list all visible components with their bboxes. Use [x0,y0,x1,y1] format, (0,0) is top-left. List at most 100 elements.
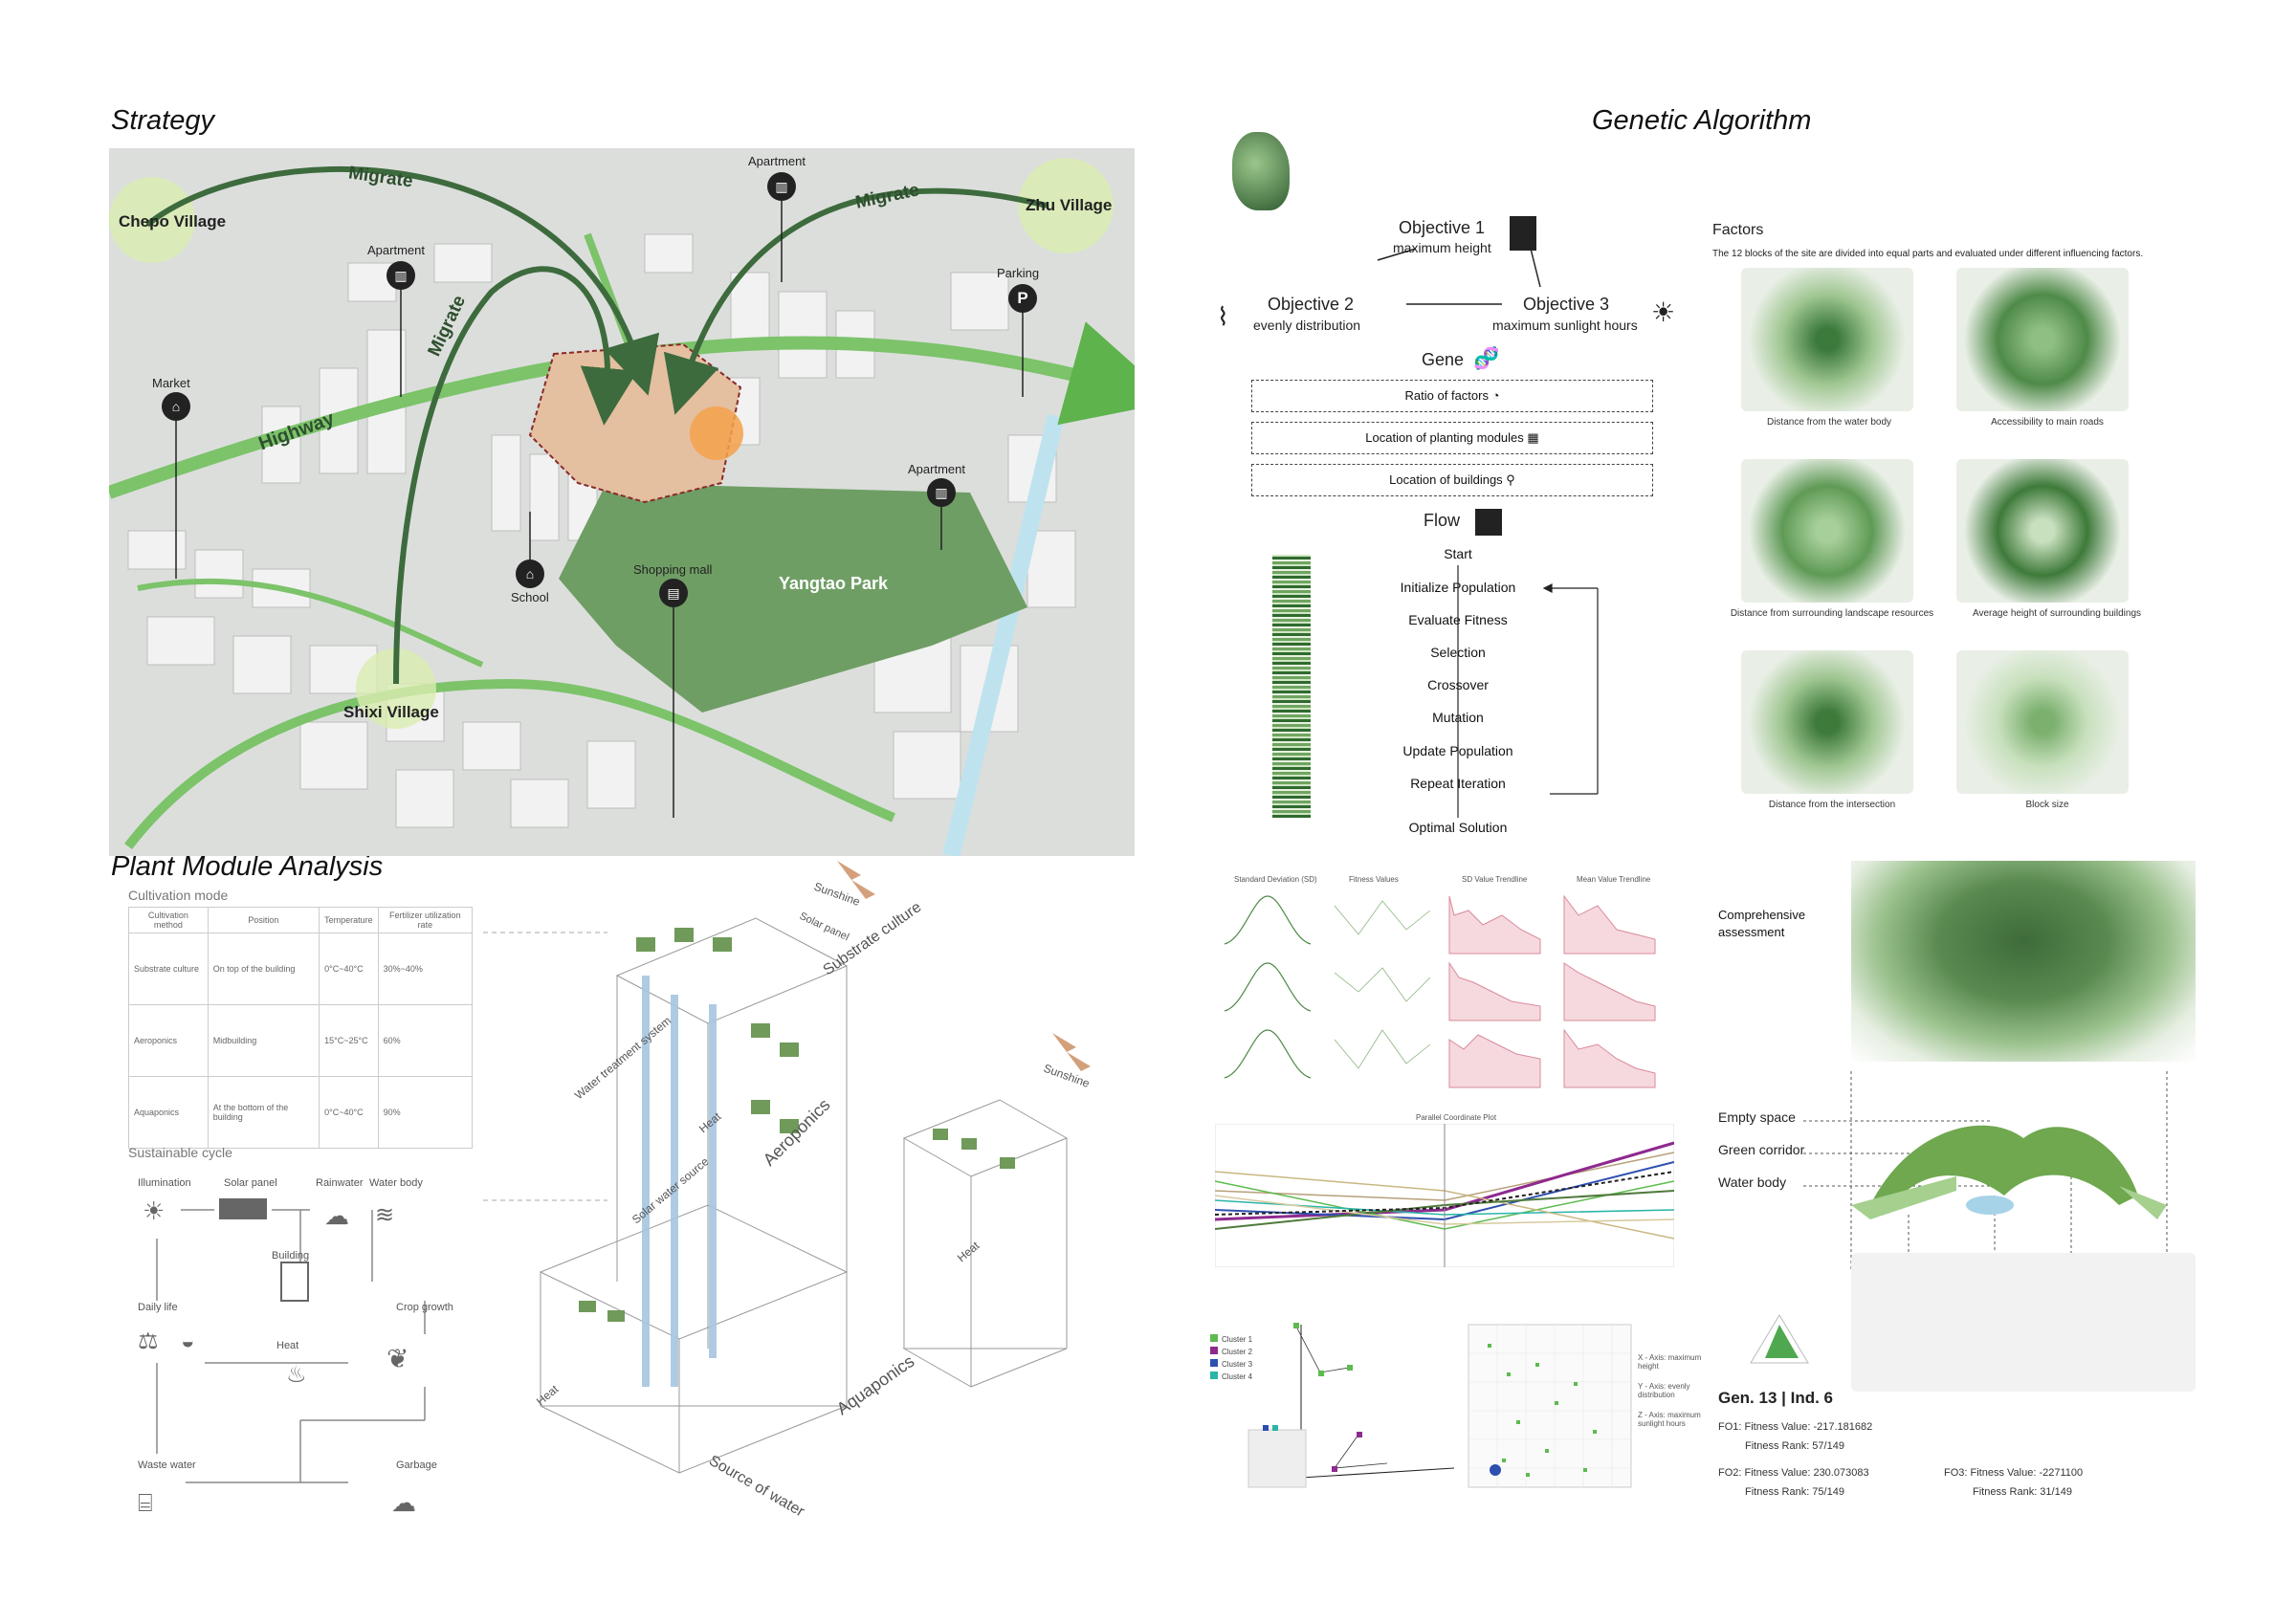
solar-panel-icon [219,1198,267,1219]
cluster-swatch [1210,1359,1218,1367]
factor-label: Distance from the intersection [1768,800,1896,810]
yangtao-park-area [559,483,1027,713]
head-icon [1232,132,1290,210]
parking-icon: P [1008,284,1037,313]
section-title-strategy: Strategy [111,105,214,136]
trend-charts: Standard Deviation (SD) Fitness Values S… [1215,875,1684,1095]
factor-map-roads [1956,268,2129,411]
zhu-village-circle [1018,158,1114,253]
village-label-chepo: Chepo Village [119,212,227,230]
section-title-genetic: Genetic Algorithm [1592,105,1812,136]
migrate-arrow-chepo [145,165,660,396]
factor-label: Accessibility to main roads [1991,417,2104,428]
sun-icon: ☀ [143,1196,165,1225]
chart-title: SD Value Trendline [1462,875,1528,884]
assessment-city-model [1851,1253,2196,1392]
cluster-plot [1247,1323,1455,1488]
waste-water-icon: ⌸ [138,1488,153,1517]
flow-connectors [1457,565,1599,818]
objective-links [1377,248,1541,305]
cycle-node: Rainwater [316,1177,364,1189]
flowchart-icon [1475,509,1502,536]
chart-title: Fitness Values [1349,875,1399,884]
factor-label: Block size [2025,800,2069,810]
legend-empty-space: Empty space [1718,1109,1796,1125]
factor-map-water [1741,268,1913,411]
apartment-icon: ▥ [386,261,415,290]
cycle-node: Garbage [396,1459,437,1471]
objective-2-sub: evenly distribution [1253,318,1361,333]
axis-note: Z - Axis: maximum sunlight hours [1638,1411,1701,1428]
source-water-label: Source of water [706,1453,807,1521]
flow-step: Optimal Solution [1408,820,1508,835]
market-icon: ⌂ [162,392,190,421]
cycle-node: Water body [369,1177,423,1189]
legend-green-corridor: Green corridor [1718,1142,1805,1157]
solar-water-label: Solar water source [629,1154,712,1226]
gene-title: Gene [1422,350,1465,369]
fo2-rank: Fitness Rank: 75/149 [1745,1486,1844,1498]
axis-note: Y - Axis: evenly distribution [1638,1382,1690,1399]
table-header: Cultivation method [128,907,209,933]
sunshine-arrows [837,861,1091,1071]
apartment-icon: ▥ [767,172,796,201]
table-row: Aeroponics Midbuilding 15°C~25°C 60% [128,1004,474,1077]
trend-charts-svg [1224,894,1656,1088]
cycle-node: Building [272,1250,309,1262]
parallel-plot [1215,1124,1674,1267]
cycle-diagram: Illumination Solar panel Rainwater Water… [138,1177,453,1517]
objective-2-title: Objective 2 [1268,295,1355,314]
factor-map-landscape [1741,459,1913,603]
table-header: Temperature [319,907,379,933]
factor-map-intersection [1741,650,1913,794]
gene-item-buildings: Location of buildings ⚲ [1251,464,1653,496]
parallel-plot-title: Parallel Coordinate Plot [1416,1113,1497,1122]
radar-icon [1750,1314,1809,1364]
poi-label-parking: Parking [997,266,1040,280]
gene-item-planting: Location of planting modules ▦ [1251,422,1653,454]
factors-title: Factors [1712,222,1764,238]
aquaponics-label: Aquaponics [833,1351,918,1418]
building-icon [280,1262,309,1302]
factor-map-height [1956,459,2129,603]
cultivation-table: Cultivation method Position Temperature … [128,907,474,1149]
cycle-node: Heat [276,1340,298,1351]
map-svg [109,148,1135,856]
axis-note: X - Axis: maximum height [1638,1353,1702,1371]
factors-desc: The 12 blocks of the site are divided in… [1712,249,2144,259]
cluster-legend: Cluster 1 Cluster 2 Cluster 3 Cluster 4 [1210,1334,1252,1384]
aeroponics-label: Aeroponics [760,1095,834,1170]
gene-item-ratio: Ratio of factors ◔ [1251,380,1653,412]
plant-module-axon: Sunshine Sunshine Solar panel Substrate … [483,861,1092,1521]
gene-strip [1272,555,1311,818]
objective-3-sub: maximum sunlight hours [1492,318,1638,333]
shixi-village-circle [356,648,436,729]
crop-icon: ❦ [386,1344,408,1373]
poi-label-school: School [511,590,549,604]
cluster-label: Cluster 3 [1222,1360,1253,1369]
heat-label: Heat [955,1239,982,1264]
fo3-rank: Fitness Rank: 31/149 [1973,1486,2072,1498]
chart-title: Mean Value Trendline [1577,875,1651,884]
legend-water-body: Water body [1718,1174,1787,1190]
migrate-arrow-zhu [663,187,1048,415]
bowl-icon: ◒ [181,1328,195,1354]
cycle-node: Daily life [138,1302,178,1313]
objective-1-title: Objective 1 [1399,218,1486,237]
site-focus [690,406,743,460]
cycle-node: Crop growth [396,1302,453,1313]
scatter-3d [1468,1324,1632,1488]
table-header: Position [207,907,320,933]
solar-panel-label: Solar panel [798,911,851,943]
water-treatment-label: Water treatment system [572,1014,673,1102]
factor-label: Distance from the water body [1766,417,1892,428]
fo3-value: FO3: Fitness Value: -2271100 [1944,1467,2084,1479]
fo2-value: FO2: Fitness Value: 230.073083 [1718,1467,1869,1479]
sun-icon: ☀ [1651,297,1676,327]
school-icon: ⌂ [516,560,544,588]
objective-3-title: Objective 3 [1523,295,1610,314]
substrate-label: Substrate culture [821,899,925,978]
poi-label-apartment: Apartment [908,462,965,476]
poi-label-market: Market [152,376,190,390]
cycle-title: Sustainable cycle [128,1145,232,1160]
